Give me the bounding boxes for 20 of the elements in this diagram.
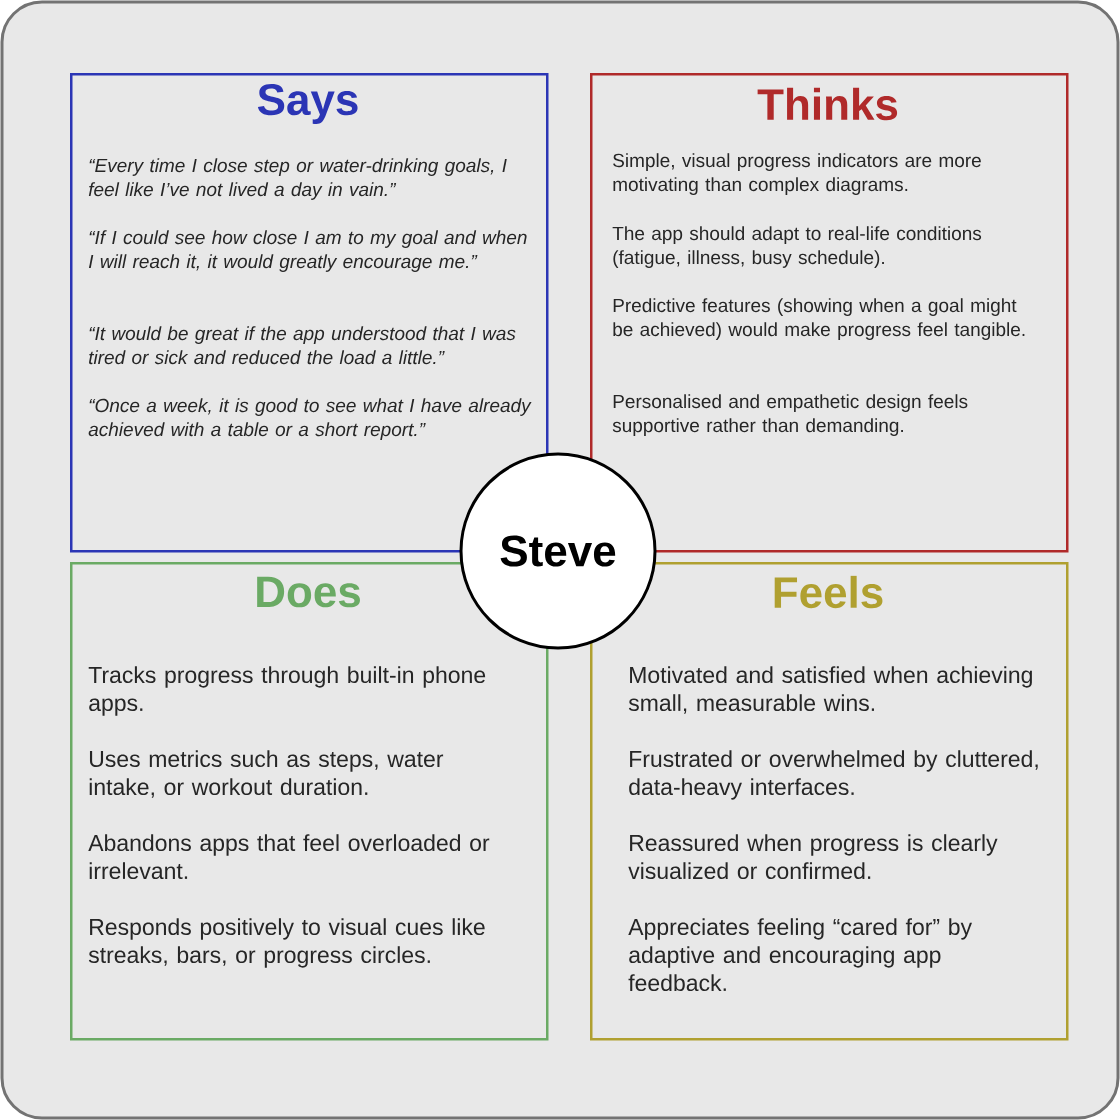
note-text: Abandons apps that feel overloaded or irrelevant.: [88, 834, 490, 880]
quadrant-heading: Says: [257, 84, 358, 124]
quadrant-heading: Thinks: [757, 87, 898, 121]
note-text: Reassured when progress is clearly visualized or confirmed.: [628, 834, 998, 880]
note-text: Predictive features (showing when a goal might be achieved) would make progress feel tangible.: [613, 298, 1025, 340]
note-text: Personalised and empathetic design feels supportive rather than demanding.: [612, 394, 968, 436]
note-text: Motivated and satisfied when achieving small, measurable wins.: [628, 666, 1032, 714]
quote-text: “If I could see how close I am to my goal and when I will reach it, it would greatly encourage me.”: [88, 230, 527, 272]
note-text: Tracks progress through built-in phone apps.: [88, 666, 486, 716]
quadrant-heading: Feels: [774, 575, 883, 609]
quote-text: “Every time I close step or water-drinking goals, I feel like I’ve not lived a day in vain.”: [88, 158, 507, 200]
note-text: Appreciates feeling “cared for” by adaptive and encouraging app feedback.: [628, 918, 972, 992]
quote-text: “It would be great if the app understood that I was tired or sick and reduced the load a little.”: [89, 326, 516, 365]
note-text: Simple, visual progress indicators are more motivating than complex diagrams.: [613, 153, 981, 195]
quote-text: “Once a week, it is good to see what I have already achieved with a table or a short report.”: [88, 398, 532, 440]
note-text: Frustrated or overwhelmed by cluttered, data-heavy interfaces.: [629, 750, 1038, 800]
quadrant-heading: Does: [257, 576, 360, 608]
note-text: Responds positively to visual cues like streaks, bars, or progress circles.: [88, 918, 485, 968]
note-text: The app should adapt to real-life conditions (fatigue, illness, busy schedule).: [612, 226, 982, 268]
note-text: Uses metrics such as steps, water intake, or workout duration.: [89, 750, 444, 798]
